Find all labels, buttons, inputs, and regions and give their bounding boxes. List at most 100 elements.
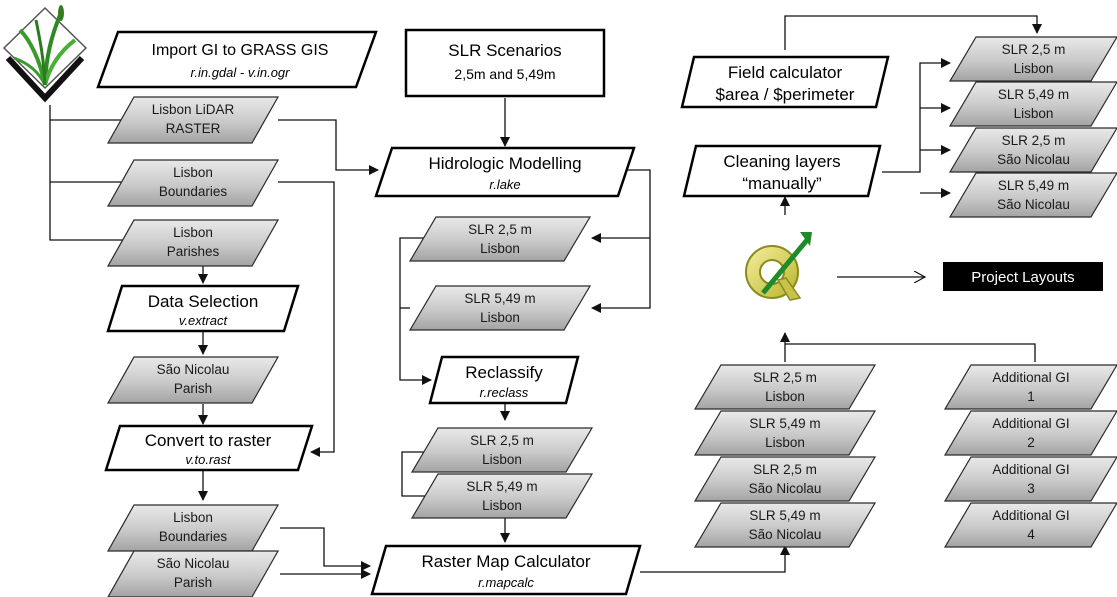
data-node-shape bbox=[948, 172, 1117, 218]
data-node-label: 4 bbox=[1027, 527, 1035, 542]
data-node-label: Parish bbox=[174, 575, 212, 590]
data-node-label: SLR 5,49 m bbox=[749, 416, 820, 431]
data-node-lake-25: SLR 2,5 m Lisbon bbox=[408, 216, 592, 262]
data-node-label: Lisbon bbox=[480, 241, 520, 256]
data-node-shape bbox=[410, 473, 594, 519]
cleaning-sub: “manually” bbox=[742, 174, 822, 193]
data-node-fin-1: SLR 2,5 m Lisbon bbox=[948, 36, 1117, 82]
data-node-shape bbox=[408, 216, 592, 262]
import-gi-title: Import GI to GRASS GIS bbox=[152, 42, 329, 59]
data-node-fin-3: SLR 2,5 m São Nicolau bbox=[948, 127, 1117, 173]
data-node-label: Lisbon bbox=[173, 510, 213, 525]
data-node-label: SLR 2,5 m bbox=[1002, 133, 1066, 148]
data-node-lidar: Lisbon LiDAR RASTER bbox=[106, 96, 280, 144]
data-node-add-4: Additional GI 4 bbox=[943, 502, 1117, 548]
process-data-selection: Data Selection v.extract bbox=[106, 284, 300, 333]
data-node-label: SLR 2,5 m bbox=[753, 462, 817, 477]
process-field-calc: Field calculator $area / $perimeter bbox=[680, 55, 890, 109]
data-node-label: Additional GI bbox=[992, 462, 1069, 477]
data-node-label: Lisbon bbox=[173, 165, 213, 180]
data-node-label: SLR 2,5 m bbox=[1002, 42, 1066, 57]
data-node-label: São Nicolau bbox=[749, 527, 822, 542]
data-node-shape bbox=[943, 410, 1117, 456]
data-node-label: Additional GI bbox=[992, 508, 1069, 523]
cleaning-title: Cleaning layers bbox=[723, 152, 840, 171]
process-hidrologic: Hidrologic Modelling r.lake bbox=[374, 146, 636, 198]
data-node-label: Parishes bbox=[167, 244, 220, 259]
data-node-label: RASTER bbox=[166, 121, 221, 136]
process-convert-raster: Convert to raster v.to.rast bbox=[104, 424, 314, 472]
data-node-label: Lisbon LiDAR bbox=[152, 102, 235, 117]
data-node-label: Additional GI bbox=[992, 370, 1069, 385]
data-node-label: SLR 5,49 m bbox=[998, 178, 1069, 193]
data-node-label: Lisbon bbox=[1014, 61, 1054, 76]
data-node-fin-4: SLR 5,49 m São Nicolau bbox=[948, 172, 1117, 218]
grass-gis-logo bbox=[2, 5, 88, 103]
data-node-label: São Nicolau bbox=[157, 362, 230, 377]
slr-scenarios-title: SLR Scenarios bbox=[448, 41, 561, 60]
data-node-shape bbox=[106, 96, 280, 144]
slr-scenarios-sub: 2,5m and 5,49m bbox=[454, 66, 555, 82]
data-node-shape bbox=[107, 550, 280, 597]
data-node-label: SLR 2,5 m bbox=[468, 222, 532, 237]
data-node-shape bbox=[943, 502, 1117, 548]
data-node-label: 3 bbox=[1027, 481, 1035, 496]
data-node-label: SLR 5,49 m bbox=[466, 479, 537, 494]
hidrologic-sub: r.lake bbox=[489, 177, 520, 192]
data-node-label: 2 bbox=[1027, 435, 1035, 450]
data-node-shape bbox=[693, 456, 877, 502]
data-node-label: São Nicolau bbox=[157, 556, 230, 571]
qgis-logo bbox=[745, 232, 812, 301]
data-node-shape bbox=[410, 427, 594, 473]
data-node-shape bbox=[693, 502, 877, 548]
data-selection-title: Data Selection bbox=[148, 292, 259, 311]
hidrologic-title: Hidrologic Modelling bbox=[428, 154, 581, 173]
data-node-label: Lisbon bbox=[173, 225, 213, 240]
process-cleaning: Cleaning layers “manually” bbox=[682, 144, 882, 198]
data-node-shape bbox=[106, 356, 280, 404]
data-node-label: SLR 2,5 m bbox=[753, 370, 817, 385]
data-node-add-3: Additional GI 3 bbox=[943, 456, 1117, 502]
import-gi-sub: r.in.gdal - v.in.ogr bbox=[191, 65, 291, 80]
convert-raster-title: Convert to raster bbox=[145, 431, 272, 450]
data-node-shape bbox=[943, 456, 1117, 502]
data-node-label: Lisbon bbox=[1014, 106, 1054, 121]
data-node-calc-2: SLR 5,49 m Lisbon bbox=[693, 410, 877, 456]
process-reclassify: Reclassify r.reclass bbox=[428, 355, 580, 405]
data-node-label: Lisbon bbox=[765, 389, 805, 404]
data-selection-sub: v.extract bbox=[179, 313, 229, 328]
data-node-shape bbox=[693, 410, 877, 456]
data-node-shape bbox=[948, 127, 1117, 173]
data-node-shape bbox=[948, 81, 1117, 127]
data-node-add-2: Additional GI2 bbox=[943, 410, 1117, 456]
data-node-calc-1: SLR 2,5 m Lisbon bbox=[693, 364, 877, 410]
data-node-label: 1 bbox=[1027, 389, 1035, 404]
process-raster-calc: Raster Map Calculator r.mapcalc bbox=[370, 544, 642, 596]
process-import-gi: Import GI to GRASS GIS r.in.gdal - v.in.… bbox=[96, 30, 378, 89]
convert-raster-sub: v.to.rast bbox=[185, 452, 232, 467]
data-node-label: São Nicolau bbox=[997, 152, 1070, 167]
data-node-label: Boundaries bbox=[159, 529, 228, 544]
data-node-label: Lisbon bbox=[765, 435, 805, 450]
data-node-add-1: Additional GI 1 bbox=[943, 364, 1117, 410]
project-layouts-label: Project Layouts bbox=[971, 269, 1074, 286]
process-slr-scenarios: SLR Scenarios 2,5m and 5,49m bbox=[404, 28, 606, 98]
data-node-label: SLR 5,49 m bbox=[464, 291, 535, 306]
data-node-shape bbox=[106, 219, 280, 267]
data-node-shape bbox=[943, 364, 1117, 410]
data-node-shape bbox=[106, 159, 280, 207]
data-node-label: SLR 5,49 m bbox=[998, 87, 1069, 102]
process-project-layouts: Project Layouts bbox=[943, 262, 1103, 291]
reclassify-sub: r.reclass bbox=[480, 385, 529, 400]
data-node-label: São Nicolau bbox=[997, 197, 1070, 212]
